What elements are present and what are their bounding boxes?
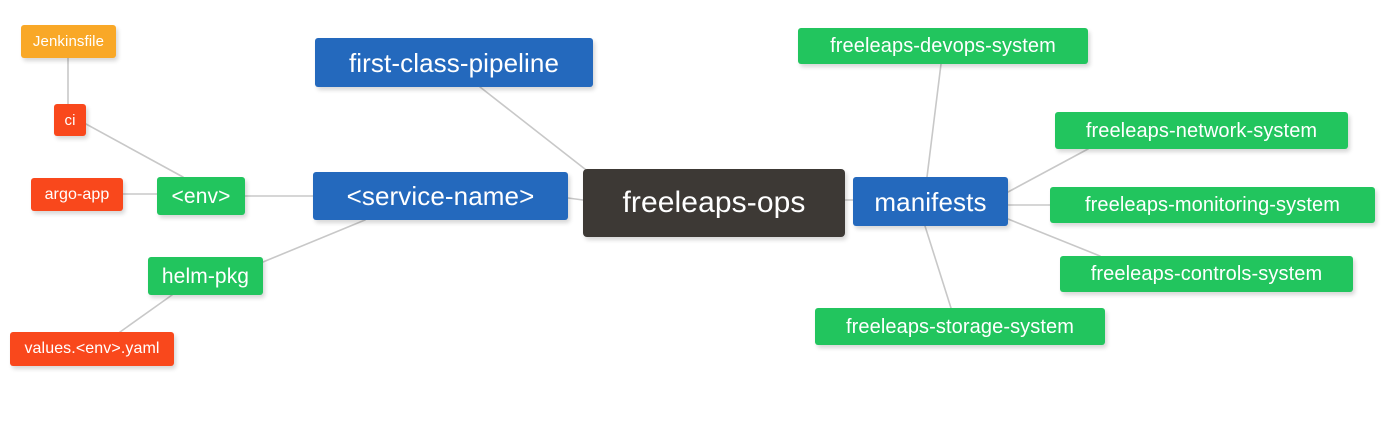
node-freeleaps-controls-system[interactable]: freeleaps-controls-system <box>1060 256 1353 292</box>
node-label-values-env-yaml: values.<env>.yaml <box>24 340 160 357</box>
edge-freeleaps-ops-to-first-class-pipeline <box>479 86 591 174</box>
node-ci[interactable]: ci <box>54 104 86 136</box>
node-label-manifests: manifests <box>874 186 987 217</box>
node-label-freeleaps-monitoring-system: freeleaps-monitoring-system <box>1084 194 1340 216</box>
node-label-freeleaps-storage-system: freeleaps-storage-system <box>845 315 1075 338</box>
edge-manifests-to-freeleaps-storage-system <box>924 225 952 309</box>
node-label-freeleaps-network-system: freeleaps-network-system <box>1085 119 1318 142</box>
edge-helm-pkg-to-values-env-yaml <box>119 294 173 333</box>
node-freeleaps-storage-system[interactable]: freeleaps-storage-system <box>815 308 1105 345</box>
node-service-name[interactable]: <service-name> <box>313 172 568 220</box>
node-jenkinsfile[interactable]: Jenkinsfile <box>21 25 116 58</box>
edge-service-name-to-helm-pkg <box>262 219 366 263</box>
node-freeleaps-monitoring-system[interactable]: freeleaps-monitoring-system <box>1050 187 1375 223</box>
node-freeleaps-ops[interactable]: freeleaps-ops <box>583 169 845 237</box>
node-label-freeleaps-ops: freeleaps-ops <box>622 186 806 219</box>
node-env[interactable]: <env> <box>157 177 245 215</box>
node-label-helm-pkg: helm-pkg <box>161 264 250 288</box>
edge-env-to-ci <box>85 123 184 178</box>
node-label-freeleaps-devops-system: freeleaps-devops-system <box>830 35 1056 57</box>
node-label-first-class-pipeline: first-class-pipeline <box>348 47 560 78</box>
node-label-argo-app: argo-app <box>44 185 110 203</box>
node-freeleaps-devops-system[interactable]: freeleaps-devops-system <box>798 28 1088 64</box>
edge-manifests-to-freeleaps-network-system <box>1007 148 1089 193</box>
edge-freeleaps-ops-to-service-name <box>567 197 584 201</box>
node-values-env-yaml[interactable]: values.<env>.yaml <box>10 332 174 366</box>
node-argo-app[interactable]: argo-app <box>31 178 123 211</box>
node-label-jenkinsfile: Jenkinsfile <box>32 33 105 50</box>
edge-manifests-to-freeleaps-controls-system <box>1007 218 1101 257</box>
node-freeleaps-network-system[interactable]: freeleaps-network-system <box>1055 112 1348 149</box>
node-label-ci: ci <box>64 111 76 129</box>
node-manifests[interactable]: manifests <box>853 177 1008 226</box>
node-helm-pkg[interactable]: helm-pkg <box>148 257 263 295</box>
node-label-freeleaps-controls-system: freeleaps-controls-system <box>1090 263 1323 285</box>
node-first-class-pipeline[interactable]: first-class-pipeline <box>315 38 593 87</box>
node-label-env: <env> <box>171 184 231 208</box>
edge-manifests-to-freeleaps-devops-system <box>926 63 942 178</box>
node-label-service-name: <service-name> <box>346 181 535 211</box>
